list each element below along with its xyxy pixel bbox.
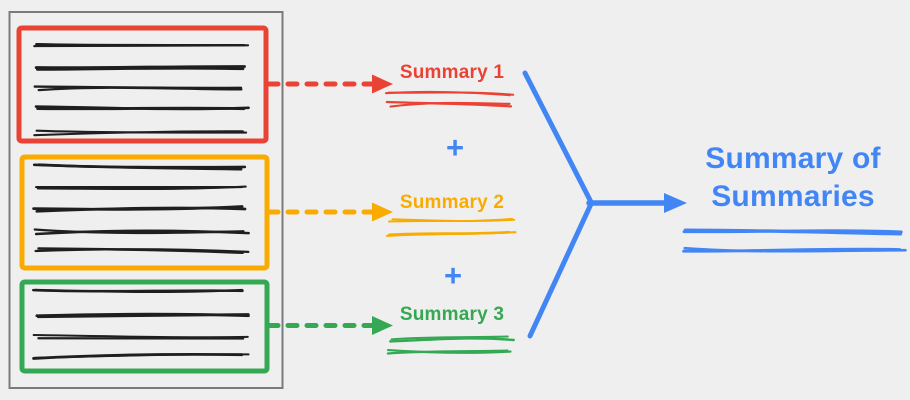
summary-of-summaries-label: Summary of Summaries: [678, 140, 908, 216]
dashed-arrow-2: [266, 202, 393, 222]
plus-operator-2: +: [443, 258, 463, 293]
summary-3-label: Summary 3: [399, 304, 505, 325]
document-section-1-box: [16, 25, 269, 144]
result-line-1: Summary of: [705, 142, 881, 175]
summary-2-scribble: [385, 217, 517, 237]
merge-arrow: [522, 70, 687, 339]
result-scribble: [682, 228, 907, 253]
dashed-arrow-3: [266, 316, 393, 335]
document-section-3-box: [19, 279, 270, 374]
summary-1-scribble: [384, 90, 515, 108]
dashed-arrow-1: [266, 74, 393, 94]
result-line-2: Summaries: [711, 180, 875, 213]
summary-2-label: Summary 2: [399, 192, 505, 213]
document-frame: [8, 11, 284, 389]
summary-3-scribble: [386, 335, 515, 355]
summary-1-label: Summary 1: [399, 62, 505, 83]
document-section-2-box: [19, 154, 270, 271]
plus-operator-1: +: [445, 130, 465, 165]
